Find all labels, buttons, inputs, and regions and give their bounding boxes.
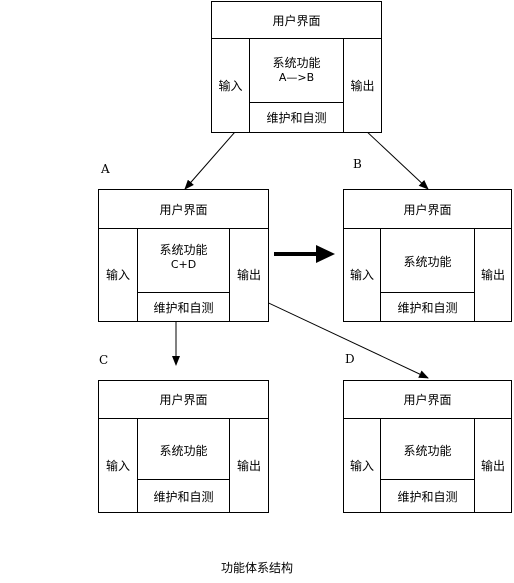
system-function-label: 系统功能 [159,243,208,257]
user-interface-header: 用户界面 [344,381,511,419]
output-cell: 输出 [229,228,268,321]
output-cell: 输出 [343,38,381,132]
output-cell: 输出 [229,418,268,512]
operation-label: C+D [170,258,197,271]
diagram-caption: 功能体系结构 [220,561,293,575]
output-cell: 输出 [474,228,511,321]
maintenance-cell: 维护和自测 [249,102,344,132]
output-cell: 输出 [474,418,511,512]
system-function-cell: 系统功能 [137,442,230,459]
system-function-cell: 系统功能 C+D [137,241,230,271]
user-interface-header: 用户界面 [99,381,268,419]
user-interface-header: 用户界面 [212,2,381,39]
input-cell: 输入 [99,418,138,512]
user-interface-header: 用户界面 [99,190,268,229]
box-b: 用户界面 输入 系统功能 维护和自测 输出 [343,189,512,322]
label-a: A [101,162,110,176]
system-function-cell: 系统功能 A—>B [249,54,344,84]
system-function-label: 系统功能 [403,444,452,458]
system-function-label: 系统功能 [159,444,208,458]
user-interface-header: 用户界面 [344,190,511,229]
system-function-cell: 系统功能 [380,442,475,459]
system-function-label: 系统功能 [403,255,452,269]
system-function-cell: 系统功能 [380,253,475,270]
label-d: D [345,352,355,366]
operation-label: A—>B [278,71,315,84]
input-cell: 输入 [212,38,250,132]
box-top: 用户界面 输入 系统功能 A—>B 维护和自测 输出 [211,1,382,133]
maintenance-cell: 维护和自测 [380,479,475,512]
box-a: 用户界面 输入 系统功能 C+D 维护和自测 输出 [98,189,269,322]
input-cell: 输入 [344,228,381,321]
input-cell: 输入 [344,418,381,512]
label-c: C [99,353,109,367]
bold-arrow-head [316,245,335,263]
box-d: 用户界面 输入 系统功能 维护和自测 输出 [343,380,512,513]
maintenance-cell: 维护和自测 [137,292,230,321]
system-function-label: 系统功能 [272,56,321,70]
box-c: 用户界面 输入 系统功能 维护和自测 输出 [98,380,269,513]
maintenance-cell: 维护和自测 [380,292,475,321]
maintenance-cell: 维护和自测 [137,479,230,512]
input-cell: 输入 [99,228,138,321]
label-b: B [353,157,362,171]
